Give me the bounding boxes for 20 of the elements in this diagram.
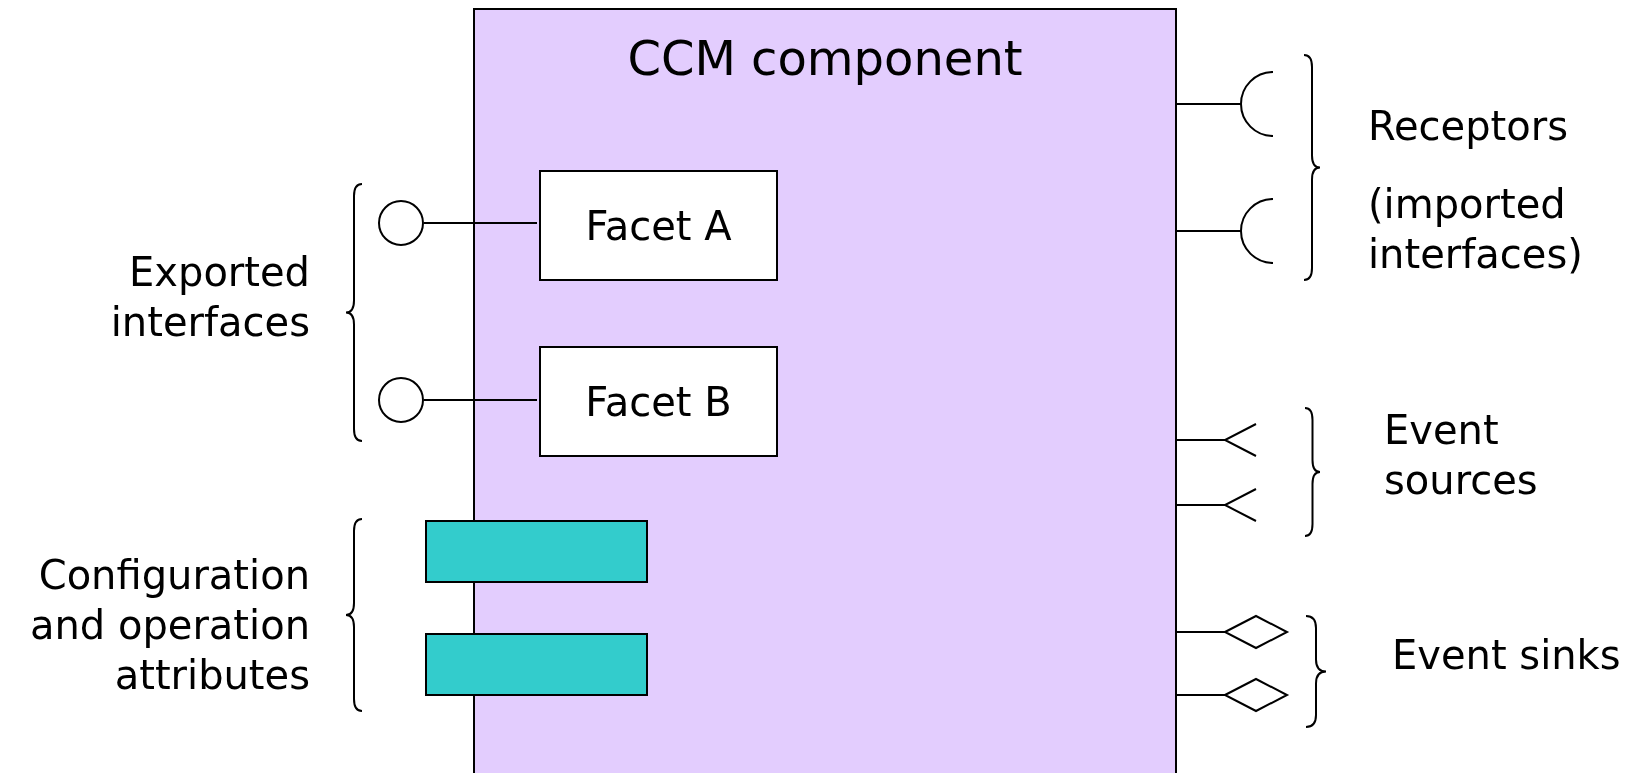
port-connector	[1176, 198, 1274, 264]
group-label: Configuration and operation attributes	[28, 551, 310, 700]
connector-line	[423, 222, 538, 224]
group-label: (imported interfaces)	[1368, 180, 1584, 279]
port-connector	[1176, 423, 1257, 457]
group-label: Receptors	[1368, 102, 1570, 151]
port-connector	[1176, 615, 1288, 649]
attribute-bar	[425, 520, 648, 583]
port-connector	[1176, 678, 1288, 712]
group-label: Event sources	[1384, 406, 1539, 505]
group-label: Exported interfaces	[109, 248, 310, 347]
group-label: Event sinks	[1392, 631, 1622, 680]
component-title: CCM component	[626, 29, 1024, 88]
facet-box: Facet A	[539, 170, 778, 281]
port-connector	[1176, 71, 1274, 137]
port-connector	[1176, 488, 1257, 522]
component-box	[473, 8, 1177, 773]
facet-box: Facet B	[539, 346, 778, 457]
connector-line	[423, 399, 538, 401]
attribute-bar	[425, 633, 648, 696]
